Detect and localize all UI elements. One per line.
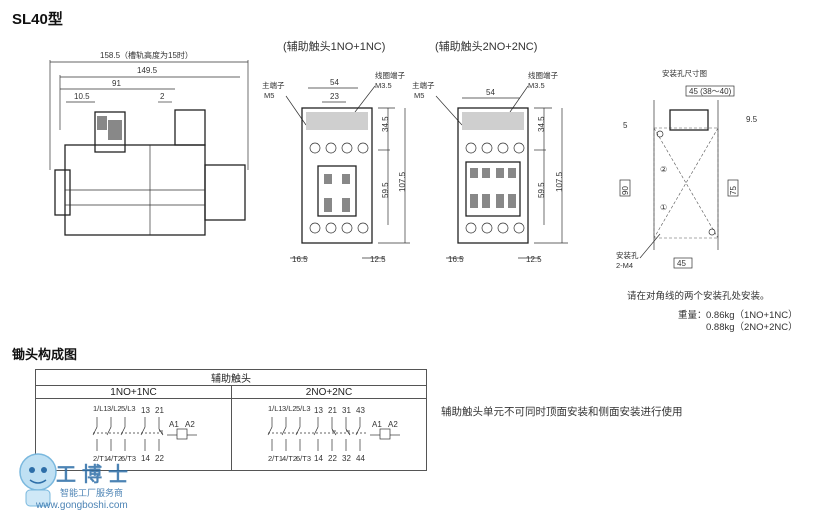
mark-2: ② <box>660 165 667 174</box>
main-m-1: M5 <box>264 91 274 100</box>
c2-top-2: 5/L3 <box>296 404 311 413</box>
c1-top-2: 5/L3 <box>121 404 136 413</box>
wiring-table: 辅助触头 1NO+1NC 2NO+2NC 1/L1 3/L2 5/L3 13 2… <box>35 369 427 471</box>
c2-top-4: 21 <box>328 406 337 415</box>
side-view: 158.5（槽轨高度为15时） 149.5 91 10.5 2 <box>49 50 249 236</box>
hole-m: 2-M4 <box>616 261 633 270</box>
hole-label: 安装孔 <box>616 250 639 260</box>
dim-149: 149.5 <box>137 66 158 75</box>
coil-terminal-1: 线圈端子 <box>375 70 405 80</box>
mount-dim-5: 5 <box>623 121 628 130</box>
mount-note: 请在对角线的两个安装孔处安装。 <box>627 291 770 302</box>
dim-125-2: 12.5 <box>526 255 542 264</box>
weight-label: 重量： <box>678 310 707 321</box>
weight-2: 0.88kg（2NO+2NC） <box>706 322 798 333</box>
c1-bot-1: 4/T2 <box>107 454 122 463</box>
c1-coil-a1: A1 <box>169 420 179 429</box>
mount-dim-95: 9.5 <box>746 115 758 124</box>
wiring-diagram-1nc: 1/L1 3/L2 5/L3 13 21 A1 A2 <box>92 404 197 463</box>
dim-595-2: 59.5 <box>537 182 546 198</box>
c1-bot-3: 14 <box>141 454 150 463</box>
dim-54-2: 54 <box>486 88 495 97</box>
coil-terminal-2: 线圈端子 <box>528 70 558 80</box>
dim-1075-1: 107.5 <box>398 171 407 192</box>
dim-165-1: 16.5 <box>292 255 308 264</box>
section-title: 锄头构成图 <box>12 347 78 362</box>
dim-125-1: 12.5 <box>370 255 386 264</box>
front-view-2nc: 主端子 M5 线圈端子 M3.5 54 34.5 59.5 107.5 16.5… <box>412 70 568 264</box>
c2-top-6: 43 <box>356 406 365 415</box>
mounting-hole-drawing: 安装孔尺寸图 45 (38～40) ② ① 5 9.5 90 75 45 安装孔… <box>616 68 758 270</box>
mount-dim-75: 75 <box>729 186 738 195</box>
c2-bot-2: 6/T3 <box>296 454 311 463</box>
c1-coil-a2: A2 <box>185 420 195 429</box>
logo-tagline: 智能工厂服务商 <box>60 488 124 498</box>
dim-1075-2: 107.5 <box>555 171 564 192</box>
table-header: 辅助触头 <box>35 369 427 386</box>
coil-m-1: M3.5 <box>375 81 392 90</box>
c2-bot-1: 4/T2 <box>282 454 297 463</box>
mount-dim-top: 45 (38～40) <box>689 87 732 96</box>
dim-23-1: 23 <box>330 92 339 101</box>
mount-dim-45: 45 <box>677 259 686 268</box>
watermark-logo <box>8 448 136 516</box>
c2-top-0: 1/L1 <box>268 404 283 413</box>
c1-top-0: 1/L1 <box>93 404 108 413</box>
dim-54-1: 54 <box>330 78 339 87</box>
c2-coil-a2: A2 <box>388 420 398 429</box>
front-view-1nc: 主端子 M5 线圈端子 M3.5 54 23 34.5 59.5 107.5 1… <box>262 70 410 264</box>
c2-bot-5: 32 <box>342 454 351 463</box>
aux-label-1nc: (辅助触头1NO+1NC) <box>283 41 386 53</box>
dimension-drawings: 158.5（槽轨高度为15时） 149.5 91 10.5 2 主端子 M5 线… <box>49 50 758 270</box>
mark-1: ① <box>660 203 667 212</box>
main-m-2: M5 <box>414 91 424 100</box>
logo-url: www.gongboshi.com <box>36 500 128 511</box>
wiring-cell-2nc: 1/L1 3/L2 5/L3 13 21 31 43 <box>231 398 427 471</box>
side-note: 辅助触头单元不可同时顶面安装和侧面安装进行使用 <box>441 406 683 418</box>
c1-bot-2: 6/T3 <box>121 454 136 463</box>
c2-top-3: 13 <box>314 406 323 415</box>
c1-top-1: 3/L2 <box>107 404 122 413</box>
c1-top-4: 21 <box>155 406 164 415</box>
dim-345-1: 34.5 <box>381 116 390 132</box>
main-terminal-2: 主端子 <box>412 80 435 90</box>
c2-bot-0: 2/T1 <box>268 454 283 463</box>
dim-2: 2 <box>160 92 165 101</box>
dim-10: 10.5 <box>74 92 90 101</box>
aux-label-2nc: (辅助触头2NO+2NC) <box>435 41 538 53</box>
main-terminal-1: 主端子 <box>262 80 285 90</box>
dim-91: 91 <box>112 79 121 88</box>
dim-165-2: 16.5 <box>448 255 464 264</box>
mount-title: 安装孔尺寸图 <box>662 68 707 78</box>
robot-icon <box>19 453 57 507</box>
c2-bot-4: 22 <box>328 454 337 463</box>
weight-1: 0.86kg（1NO+1NC） <box>706 310 798 321</box>
logo-name: 工博士 <box>56 464 134 486</box>
coil-m-2: M3.5 <box>528 81 545 90</box>
c1-top-3: 13 <box>141 406 150 415</box>
dim-345-2: 34.5 <box>537 116 546 132</box>
dim-595-1: 59.5 <box>381 182 390 198</box>
col-1nc: 1NO+1NC <box>35 385 232 399</box>
mount-dim-90: 90 <box>621 186 630 195</box>
col-2nc: 2NO+2NC <box>231 385 427 399</box>
wiring-diagram-2nc: 1/L1 3/L2 5/L3 13 21 31 43 <box>267 404 400 463</box>
c1-bot-4: 22 <box>155 454 164 463</box>
c2-bot-3: 14 <box>314 454 323 463</box>
c2-coil-a1: A1 <box>372 420 382 429</box>
c2-top-1: 3/L2 <box>282 404 297 413</box>
page-title: SL40型 <box>12 11 63 28</box>
c2-top-5: 31 <box>342 406 351 415</box>
dim-total: 158.5（槽轨高度为15时） <box>100 50 193 60</box>
c2-bot-6: 44 <box>356 454 365 463</box>
c1-bot-0: 2/T1 <box>93 454 108 463</box>
